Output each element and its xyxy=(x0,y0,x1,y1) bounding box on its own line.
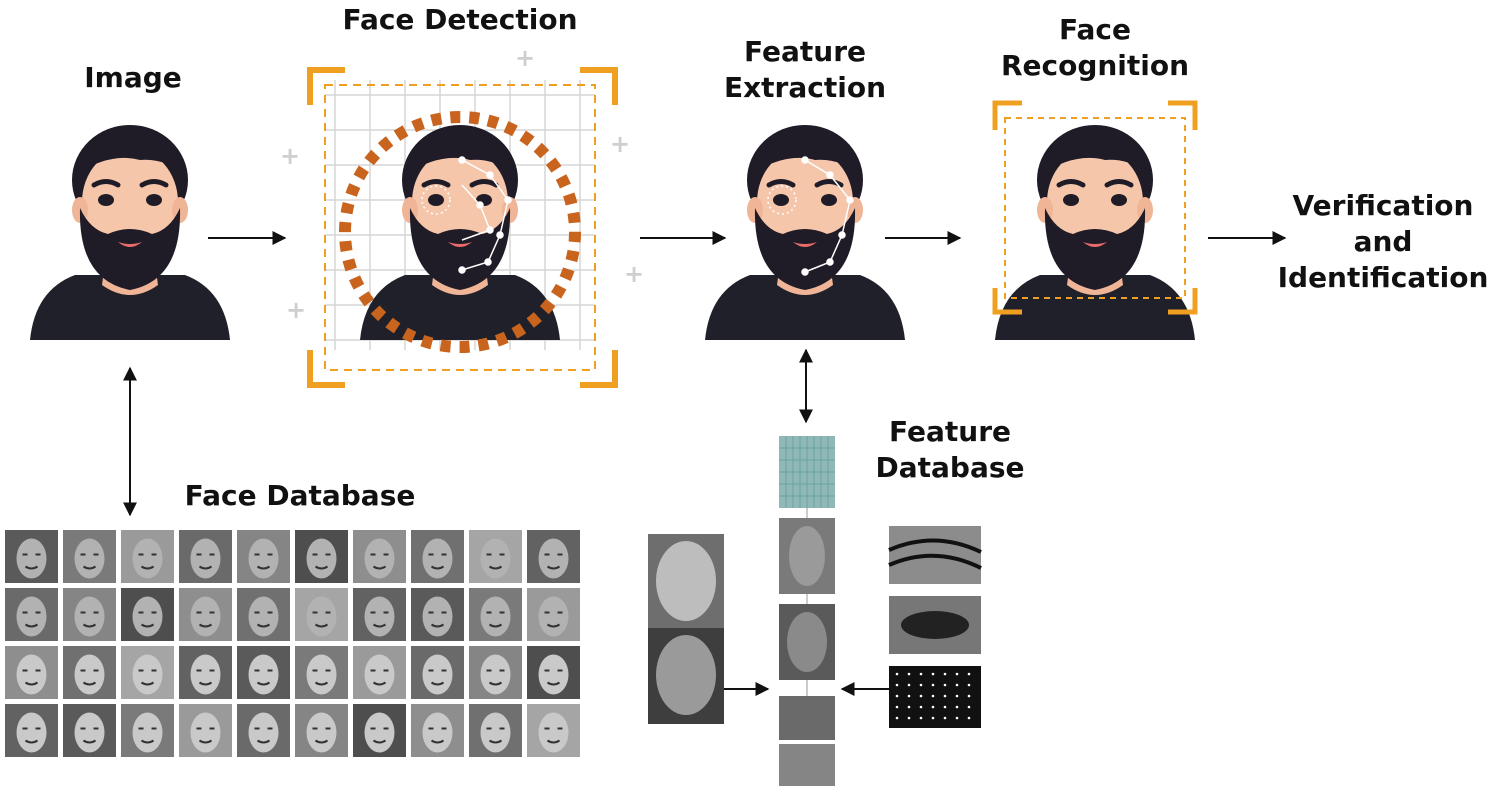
face-thumbnail xyxy=(179,588,232,641)
feature-dot xyxy=(943,672,947,676)
face-thumbnail xyxy=(469,646,522,699)
feature-dot xyxy=(931,705,935,709)
feature-dot xyxy=(907,716,911,720)
feature-dot xyxy=(967,683,971,687)
feature-dot xyxy=(967,672,971,676)
face-thumbnail xyxy=(469,588,522,641)
feature-dot xyxy=(919,683,923,687)
face-thumbnail xyxy=(353,588,406,641)
feature-dot xyxy=(907,705,911,709)
feature-dot xyxy=(895,694,899,698)
face-thumbnail xyxy=(295,704,348,757)
svg-text:+: + xyxy=(515,44,535,72)
feature-dot xyxy=(895,672,899,676)
face-thumbnail xyxy=(527,704,580,757)
face-thumbnail xyxy=(237,646,290,699)
face-thumbnail xyxy=(179,704,232,757)
face-thumbnail xyxy=(353,646,406,699)
face-thumbnail xyxy=(5,646,58,699)
face-thumbnail xyxy=(411,646,464,699)
face-thumbnail xyxy=(411,704,464,757)
face-thumbnail xyxy=(469,704,522,757)
svg-text:+: + xyxy=(286,296,306,324)
feature-dot xyxy=(919,705,923,709)
svg-text:+: + xyxy=(610,130,630,158)
feature-dot xyxy=(967,705,971,709)
face-thumbnail xyxy=(5,704,58,757)
feature-dot xyxy=(919,716,923,720)
face-thumbnail xyxy=(121,530,174,583)
avatar-image xyxy=(30,125,230,340)
feature-dot xyxy=(931,683,935,687)
feature-dot xyxy=(907,683,911,687)
feature-dot xyxy=(943,705,947,709)
feature-dot xyxy=(895,705,899,709)
face-thumbnail xyxy=(121,588,174,641)
feature-dot xyxy=(955,694,959,698)
face-thumbnail xyxy=(63,704,116,757)
feature-dot xyxy=(943,694,947,698)
label-feature-database: Feature Database xyxy=(875,415,1025,484)
feature-dot xyxy=(955,716,959,720)
face-thumbnail xyxy=(63,646,116,699)
label-feature-extraction: Feature Extraction xyxy=(723,35,887,104)
label-face-recognition: Face Recognition xyxy=(1000,13,1190,82)
feature-dot xyxy=(955,672,959,676)
feature-dot xyxy=(955,683,959,687)
face-thumbnail xyxy=(5,588,58,641)
face-thumbnail xyxy=(121,704,174,757)
label-face-database: Face Database xyxy=(184,479,416,512)
face-thumbnail xyxy=(237,588,290,641)
face-database-grid xyxy=(5,530,580,757)
feature-dot xyxy=(955,705,959,709)
feature-dot xyxy=(967,694,971,698)
svg-text:+: + xyxy=(280,142,300,170)
feature-dot xyxy=(895,683,899,687)
face-thumbnail xyxy=(353,704,406,757)
face-detection-graphic: + + + + + xyxy=(280,44,644,388)
label-verification-identification: Verification and Identification xyxy=(1277,189,1489,294)
feature-dot xyxy=(907,694,911,698)
face-thumbnail xyxy=(121,646,174,699)
face-thumbnail xyxy=(527,530,580,583)
face-thumbnail xyxy=(295,646,348,699)
feature-dot xyxy=(907,672,911,676)
feature-dot xyxy=(919,672,923,676)
face-thumbnail xyxy=(63,588,116,641)
feature-dot xyxy=(943,683,947,687)
feature-dot xyxy=(931,694,935,698)
face-thumbnail xyxy=(411,588,464,641)
face-thumbnail xyxy=(5,530,58,583)
face-thumbnail xyxy=(179,530,232,583)
face-thumbnail xyxy=(527,588,580,641)
face-thumbnail xyxy=(179,646,232,699)
svg-text:+: + xyxy=(624,260,644,288)
face-thumbnail xyxy=(411,530,464,583)
feature-dot xyxy=(931,672,935,676)
face-recognition-graphic xyxy=(992,100,1198,340)
face-thumbnail xyxy=(237,704,290,757)
face-thumbnail xyxy=(353,530,406,583)
face-thumbnail xyxy=(527,646,580,699)
face-thumbnail xyxy=(63,530,116,583)
feature-dot xyxy=(919,694,923,698)
feature-dot xyxy=(967,716,971,720)
face-thumbnail xyxy=(237,530,290,583)
face-thumbnail xyxy=(469,530,522,583)
face-thumbnail xyxy=(295,530,348,583)
feature-dot xyxy=(931,716,935,720)
label-face-detection: Face Detection xyxy=(342,3,578,36)
feature-dot xyxy=(943,716,947,720)
label-image: Image xyxy=(84,61,182,94)
feature-dot xyxy=(895,716,899,720)
feature-database-graphic xyxy=(648,436,982,786)
face-thumbnail xyxy=(295,588,348,641)
avatar-feature-extraction xyxy=(705,125,905,340)
